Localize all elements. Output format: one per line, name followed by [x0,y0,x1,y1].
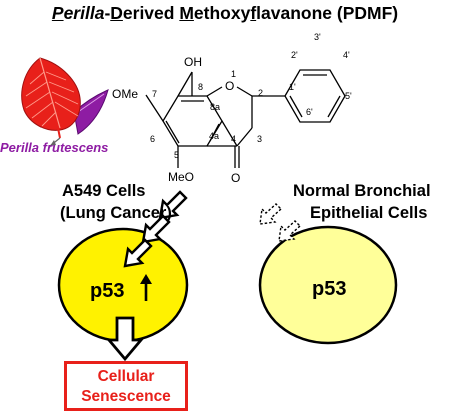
perilla-leaf-icon [21,57,109,147]
down-left-arrow-icon [123,238,153,268]
cancer-cell-label: A549 Cells [62,182,146,200]
locant: 8 [198,82,203,92]
locant: 4 [231,134,236,144]
pdmf-entry-arrows [123,190,188,268]
molecule-labels: OH OMe MeO O O 8 1 2 2' 3' 4' 5' 6' 1' 7… [112,32,352,185]
locant: 4' [343,50,350,60]
locant: 1 [231,69,236,79]
locant: 6 [150,134,155,144]
locant: 4a [209,131,219,141]
locant: 5 [174,150,179,160]
normal-cell [258,225,398,345]
page-title: Perilla-Derived Methoxyflavanone (PDMF) [51,3,399,23]
hydroxyl-label: OH [184,55,202,69]
outcome-line-1: Cellular [97,368,155,385]
locant: 6' [306,107,313,117]
p53-label-normal: p53 [312,278,347,300]
locant: 2 [258,88,263,98]
cancer-cell-sublabel: (Lung Cancer) [60,204,172,222]
locant: 7 [152,89,157,99]
ring-oxygen-label: O [225,79,234,93]
methoxy-label-5: MeO [168,170,194,184]
locant: 8a [210,102,220,112]
dashed-entry-arrows [259,203,302,242]
locant: 2' [291,50,298,60]
dashed-arrow-icon [278,220,302,242]
down-left-arrow-icon [158,190,188,220]
locant: 5' [345,91,352,101]
species-label: Perilla frutescens [0,140,109,155]
dashed-arrow-icon [259,203,283,225]
outcome-line-2: Senescence [81,388,171,405]
senescence-box: Cellular Senescence [64,361,188,411]
locant: 1' [289,82,296,92]
methoxyflavanone-structure [145,69,346,168]
locant: 3' [314,32,321,42]
locant: 3 [257,134,262,144]
p53-label-cancer: p53 [90,280,125,302]
normal-cell-sublabel: Epithelial Cells [310,204,428,222]
down-left-arrow-icon [141,214,171,244]
carbonyl-oxygen-label: O [231,171,240,185]
normal-cell-label: Normal Bronchial [293,182,431,200]
p53-increase-arrow-icon [140,274,152,301]
down-arrow-icon [105,316,145,362]
methoxy-label-7: OMe [112,87,138,101]
